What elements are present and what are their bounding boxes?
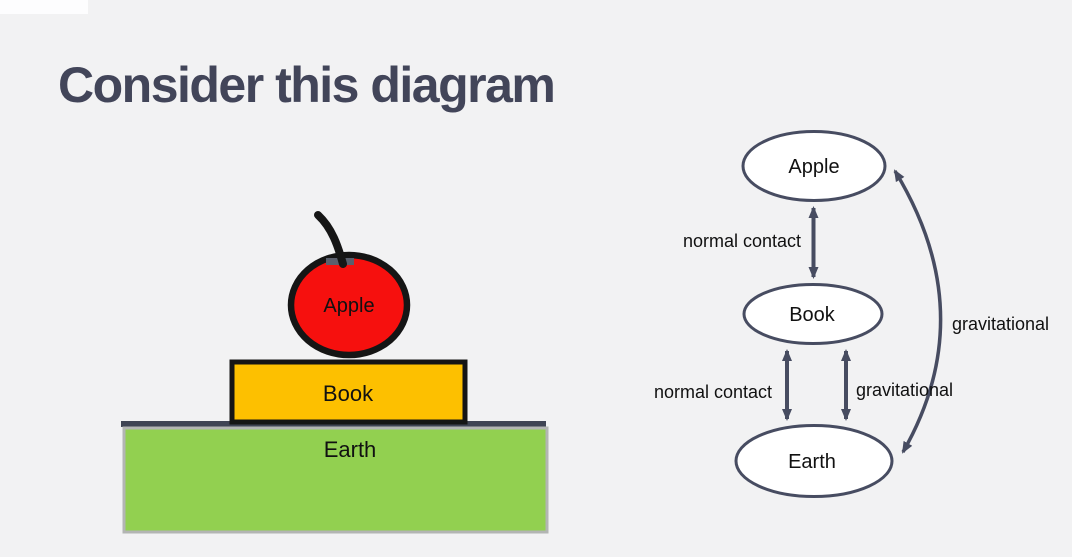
apple-earth-gravity-label: gravitational — [952, 314, 1049, 334]
earth-block — [122, 426, 549, 534]
apple-body — [287, 251, 411, 359]
apple-illustration-label: Apple — [323, 295, 374, 317]
apple-stem — [314, 211, 347, 268]
apple-book-normal-label: normal contact — [683, 231, 801, 251]
physical-illustration: Apple Book Earth — [121, 211, 549, 534]
gravitational-curve-arrow — [893, 169, 943, 454]
earth-illustration-label: Earth — [324, 437, 377, 462]
book-earth-normal-label: normal contact — [654, 382, 772, 402]
apple-node — [741, 130, 887, 202]
book-illustration-label: Book — [323, 381, 374, 406]
apple-node-label: Apple — [788, 156, 839, 178]
book-earth-gravity-label: gravitational — [856, 380, 953, 400]
book-node-label: Book — [789, 304, 836, 326]
earth-node — [734, 424, 894, 498]
book-block — [229, 359, 468, 425]
earth-node-label: Earth — [788, 451, 836, 473]
book-node — [742, 283, 884, 345]
force-diagram: Apple Book Earth normal contact normal c… — [654, 130, 1049, 498]
page-title: Consider this diagram — [58, 56, 556, 113]
top-left-highlight — [0, 0, 88, 14]
